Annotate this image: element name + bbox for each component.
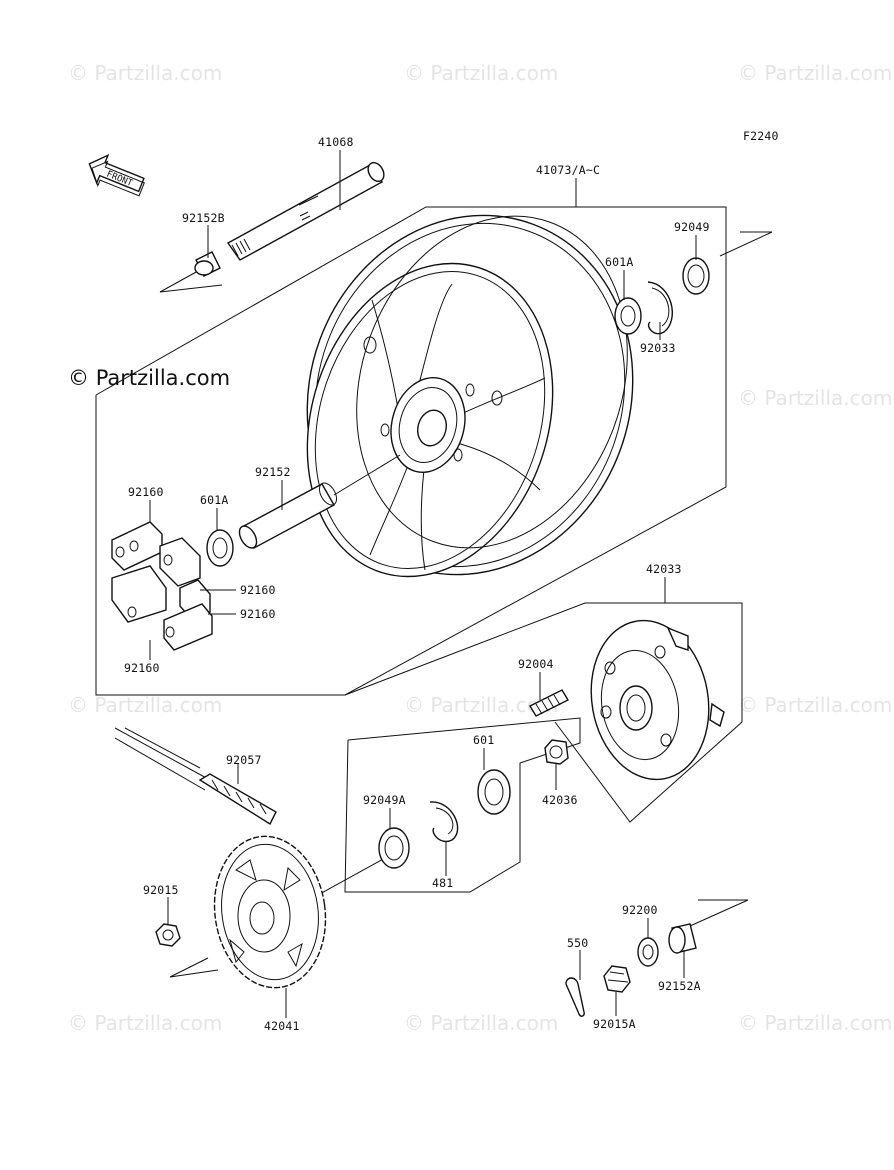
left-direction-line (169, 969, 219, 978)
bearing-group-outline (344, 717, 581, 893)
assembly-outlines (95, 206, 773, 978)
drive-chain-92057 (114, 727, 277, 826)
callout-92200: 92200 (622, 903, 658, 917)
callout-42041: 42041 (264, 1019, 300, 1033)
callout-601a-left: 601A (200, 493, 229, 507)
callout-92057: 92057 (226, 753, 262, 767)
hub-assembly-outline (344, 602, 743, 823)
wheel-assembly-outline (95, 206, 727, 696)
callout-92160-mid: 92160 (240, 583, 276, 597)
callout-601: 601 (473, 733, 494, 747)
cotter-pin-550 (565, 977, 585, 1017)
callout-92033: 92033 (640, 341, 676, 355)
watermark: © Partzilla.com (68, 61, 222, 85)
collar-92152b (194, 251, 221, 277)
sprocket-hub-42033 (590, 619, 725, 781)
nut-42036 (544, 739, 569, 765)
axle-direction-line (159, 284, 223, 293)
bearing-601a-top (614, 297, 642, 335)
callout-41068: 41068 (318, 135, 354, 149)
watermark: © Partzilla.com (404, 61, 558, 85)
right-direction-line (719, 231, 773, 257)
bearing-601a-left (206, 529, 234, 567)
callout-92152b: 92152B (182, 211, 225, 225)
front-arrow: FRONT (88, 153, 145, 197)
callout-42036: 42036 (542, 793, 578, 807)
callout-92004: 92004 (518, 657, 554, 671)
callout-92160-low: 92160 (240, 607, 276, 621)
callout-550: 550 (567, 936, 588, 950)
callout-481: 481 (432, 876, 453, 890)
bearing-601 (477, 769, 511, 815)
watermark: © Partzilla.com (738, 386, 892, 410)
rear-wheel (306, 214, 634, 578)
leader-lines (149, 150, 697, 1018)
washer-92200 (637, 937, 659, 967)
watermark-primary: © Partzilla.com (68, 366, 230, 390)
callout-92015a: 92015A (593, 1017, 636, 1031)
callout-92160-top: 92160 (128, 485, 164, 499)
castle-nut-92015a (603, 965, 631, 993)
watermark: © Partzilla.com (404, 1011, 558, 1035)
callout-92152a: 92152A (658, 979, 701, 993)
nut-92015 (155, 923, 181, 947)
left-direction-line (169, 957, 209, 978)
watermark: © Partzilla.com (738, 693, 892, 717)
callout-601a-top: 601A (605, 255, 634, 269)
rear-sprocket-42041 (213, 835, 327, 989)
callout-92160-bottom: 92160 (124, 661, 160, 675)
callout-92152: 92152 (255, 465, 291, 479)
axle-direction-line (159, 270, 199, 293)
watermark: © Partzilla.com (738, 61, 892, 85)
right-direction-line (689, 899, 749, 927)
callout-92015: 92015 (143, 883, 179, 897)
callout-92049a: 92049A (363, 793, 406, 807)
seal-92049 (682, 257, 710, 295)
rear-axle (226, 161, 385, 261)
damper-rubbers-92160 (111, 521, 213, 651)
seal-92049a (378, 827, 410, 869)
collar-92152 (238, 454, 401, 549)
circlip-92033 (647, 281, 673, 335)
stud-92004 (529, 689, 569, 717)
collar-92152a (668, 923, 697, 954)
circlip-481 (429, 801, 459, 843)
callout-labels: 41068 41073/A~C 92152B 92049 601A 92033 … (124, 135, 710, 1033)
diagram-code: F2240 (743, 129, 779, 143)
callout-42033: 42033 (646, 562, 682, 576)
callout-41073: 41073/A~C (536, 163, 600, 177)
callout-92049: 92049 (674, 220, 710, 234)
watermark: © Partzilla.com (68, 693, 222, 717)
axle-center-line (317, 857, 386, 896)
watermark: © Partzilla.com (738, 1011, 892, 1035)
watermark: © Partzilla.com (68, 1011, 222, 1035)
